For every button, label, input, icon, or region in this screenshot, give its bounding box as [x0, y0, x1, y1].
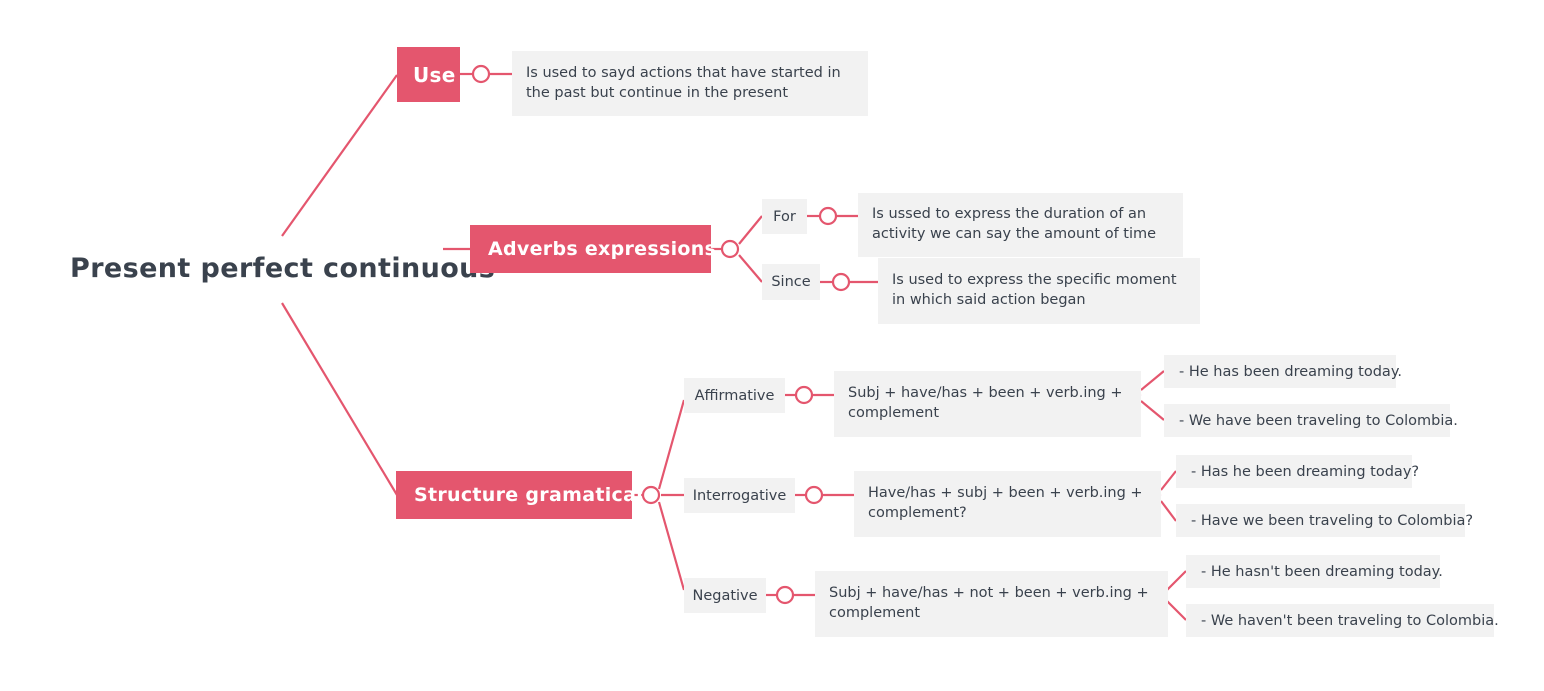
edge-root-to-use: [281, 74, 398, 237]
junction-circle-negative: [775, 585, 795, 605]
form-formula-affirmative: Subj + have/has + been + verb.ing + comp…: [834, 371, 1141, 437]
branch-node-structure-gramatical[interactable]: Structure gramatical: [396, 471, 643, 519]
form-label-affirmative[interactable]: Affirmative: [684, 378, 785, 413]
edge-structure-to-affirmative: [657, 399, 686, 490]
use-description: Is used to sayd actions that have starte…: [512, 51, 868, 116]
example-negative-1: - He hasn't been dreaming today.: [1186, 555, 1443, 588]
junction-circle-for: [818, 206, 838, 226]
branch-node-use[interactable]: Use: [397, 47, 460, 102]
adverb-description-since: Is used to express the specific moment i…: [878, 258, 1200, 324]
adverb-label-for[interactable]: For: [762, 199, 807, 234]
edge-adverbs-to-since: [738, 254, 763, 283]
junction-circle-interrogative: [804, 485, 824, 505]
form-formula-interrogative: Have/has + subj + been + verb.ing + comp…: [854, 471, 1161, 537]
example-negative-2: - We haven't been traveling to Colombia.: [1186, 604, 1499, 637]
adverb-description-for-text: Is ussed to express the duration of an a…: [872, 206, 1157, 242]
form-formula-negative-text: Subj + have/has + not + been + verb.ing …: [829, 585, 1149, 621]
example-affirmative-1: - He has been dreaming today.: [1164, 355, 1402, 388]
junction-circle-since: [831, 272, 851, 292]
edge-interrogative-example-2: [1160, 500, 1177, 522]
adverb-description-for: Is ussed to express the duration of an a…: [858, 193, 1183, 257]
form-formula-negative: Subj + have/has + not + been + verb.ing …: [815, 571, 1168, 637]
edge-affirmative-example-2: [1140, 400, 1165, 421]
edge-adverbs-to-for: [738, 215, 763, 245]
junction-circle-affirmative: [794, 385, 814, 405]
use-description-text: Is used to sayd actions that have starte…: [526, 64, 841, 101]
adverb-label-since[interactable]: Since: [762, 264, 820, 300]
example-interrogative-1: - Has he been dreaming today?: [1176, 455, 1419, 488]
edge-negative-example-2: [1166, 600, 1187, 621]
form-label-negative[interactable]: Negative: [684, 578, 766, 613]
edge-root-to-structure: [281, 302, 398, 496]
form-formula-interrogative-text: Have/has + subj + been + verb.ing + comp…: [868, 485, 1143, 521]
edge-affirmative-example-1: [1140, 370, 1165, 391]
root-title: Present perfect continuous: [70, 252, 496, 284]
adverb-description-since-text: Is used to express the specific moment i…: [892, 272, 1177, 308]
edge-negative-example-1: [1166, 570, 1187, 591]
form-label-interrogative[interactable]: Interrogative: [684, 478, 795, 513]
example-affirmative-2: - We have been traveling to Colombia.: [1164, 404, 1458, 437]
junction-circle-adverbs: [720, 239, 740, 259]
edge-interrogative-example-1: [1160, 470, 1177, 491]
example-interrogative-2: - Have we been traveling to Colombia?: [1176, 504, 1473, 537]
edge-structure-to-negative: [657, 501, 686, 591]
branch-node-adverbs-expressions[interactable]: Adverbs expressions: [470, 225, 716, 273]
form-formula-affirmative-text: Subj + have/has + been + verb.ing + comp…: [848, 385, 1123, 421]
junction-circle-structure: [641, 485, 661, 505]
junction-circle-use: [471, 64, 491, 84]
